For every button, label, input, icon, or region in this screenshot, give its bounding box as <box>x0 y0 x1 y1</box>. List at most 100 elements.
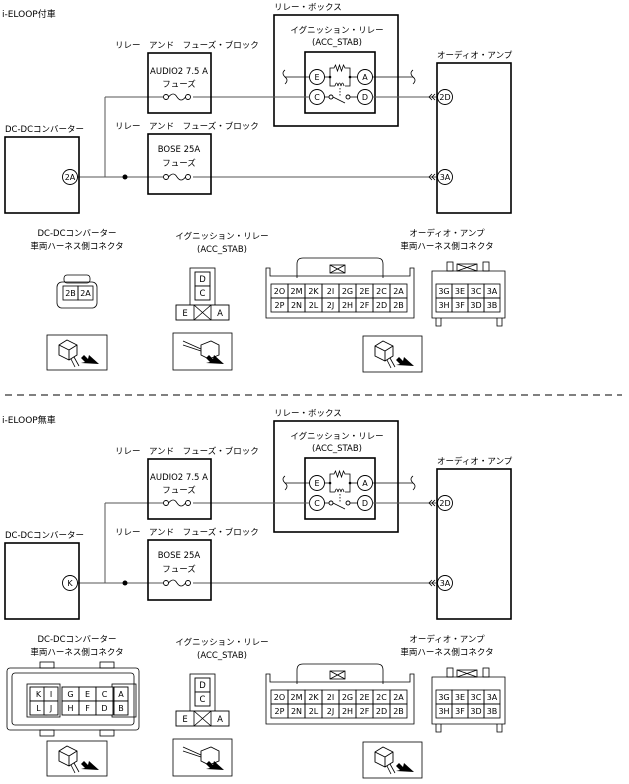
pin-label: 2O <box>274 287 285 296</box>
pin-label: 2H <box>342 707 353 716</box>
pin-circle <box>357 69 373 85</box>
pin-label: E <box>182 715 187 725</box>
pin-label: 2B <box>65 289 76 298</box>
amp-connector-a-housing <box>265 267 415 319</box>
pin-label: E <box>182 309 187 319</box>
pin-cell <box>483 297 501 313</box>
pin-label: F <box>85 704 90 713</box>
switch-contact <box>345 500 351 506</box>
pin-circle <box>62 169 78 185</box>
wires <box>182 340 202 352</box>
connector-inner <box>11 672 135 726</box>
fuse-icon <box>163 93 191 101</box>
fuse-element <box>168 499 186 507</box>
arrow-icon <box>206 761 224 770</box>
connector-view-icon <box>172 332 233 371</box>
key-x <box>456 669 478 678</box>
pin-label: 2D <box>376 707 387 716</box>
relay-box-label: リレー・ボックス <box>274 3 342 13</box>
pin-label: D <box>199 275 206 285</box>
splice-junction <box>122 580 128 586</box>
pin-label: D <box>199 681 206 691</box>
pin-cell <box>43 700 59 716</box>
pin-circle <box>309 475 325 491</box>
pin-label: J <box>49 704 52 713</box>
relay-id: (ACC_STAB) <box>312 444 362 454</box>
coil-icon <box>334 82 345 87</box>
pin-label: E <box>85 690 90 699</box>
fuse-block-label: リレー アンド フューズ・ブロック <box>115 121 259 132</box>
splice-junction <box>122 174 128 180</box>
pin-label: B <box>118 704 124 713</box>
fuse-bg <box>163 93 193 101</box>
pin-circle <box>309 69 325 85</box>
connector-chevron-icon <box>428 93 436 101</box>
latch <box>39 729 55 737</box>
wires <box>182 746 202 758</box>
amp-connector-a-housing <box>265 673 415 725</box>
pin-circle <box>437 169 453 185</box>
view-frame <box>362 741 423 779</box>
key-x <box>329 264 346 274</box>
amp-connector-title: オーディオ・アンプ <box>409 634 485 645</box>
pin-label: A <box>217 715 223 725</box>
pin-label: 2A <box>80 289 91 298</box>
resistor-icon <box>329 63 351 87</box>
section-title: i-ELOOP無車 <box>2 414 56 426</box>
key-x <box>456 263 478 272</box>
pin-label: 3F <box>455 707 465 716</box>
latch <box>446 261 454 272</box>
fuse-bg <box>163 499 193 507</box>
pin-label: 3D <box>470 707 481 716</box>
arrow-icon <box>396 763 414 772</box>
pin-label: 2H <box>342 301 353 310</box>
pin-label: 2M <box>291 693 303 702</box>
connector-block <box>58 745 78 767</box>
pin-label: K <box>67 579 73 588</box>
pin-label: E <box>314 73 319 82</box>
pin-label: 3H <box>438 707 449 716</box>
dcdc-connector-subtitle: 車両ハーネス側コネクタ <box>30 241 123 252</box>
blank-pin-icon <box>193 710 212 727</box>
latch <box>99 661 115 669</box>
view-frame <box>46 740 108 777</box>
pin-label: 2F <box>360 301 370 310</box>
pin-label: 2E <box>359 693 369 702</box>
pin-label: 3B <box>487 707 498 716</box>
dcdc-connector-title: DC-DCコンバーター <box>37 229 116 239</box>
amp-connector-b-housing <box>431 270 506 327</box>
pin-label: 2G <box>342 693 353 702</box>
pin-label: I <box>50 690 52 699</box>
ignition-relay <box>304 457 376 520</box>
relay-connector-subtitle: (ACC_STAB) <box>197 651 247 661</box>
pin-label: D <box>362 93 368 102</box>
switch-contact <box>345 94 351 100</box>
fuse-terminal <box>163 500 169 506</box>
relay-box <box>273 420 399 533</box>
amp-connector-subtitle: 車両ハーネス側コネクタ <box>400 647 493 658</box>
pin-cell <box>389 297 408 313</box>
pin-circle <box>62 575 78 591</box>
pin-label: 2K <box>308 693 319 702</box>
fuse-box <box>147 458 212 520</box>
pin-group <box>26 683 61 718</box>
wires <box>386 763 396 775</box>
dcdc-connector-subtitle: 車両ハーネス側コネクタ <box>30 647 123 658</box>
dcdc-converter-label: DC-DCコンバーター <box>5 531 84 541</box>
arrow-icon <box>81 761 99 770</box>
pin-label: A <box>362 479 368 488</box>
connector-view-icon <box>362 741 423 779</box>
wires <box>70 762 80 774</box>
amp-connector-title: オーディオ・アンプ <box>409 228 485 239</box>
fuse-terminal <box>163 580 169 586</box>
connector-chevron-icon <box>428 173 436 181</box>
audio-amp-label: オーディオ・アンプ <box>437 50 513 61</box>
fuse-terminal <box>163 94 169 100</box>
fuse-rating: BOSE 25A <box>158 551 201 561</box>
pin-label: 2A <box>393 287 404 296</box>
pin-label: C <box>200 289 206 299</box>
pin-label: 2L <box>309 301 319 310</box>
blank-pin-icon <box>193 304 212 321</box>
view-frame <box>362 335 423 373</box>
